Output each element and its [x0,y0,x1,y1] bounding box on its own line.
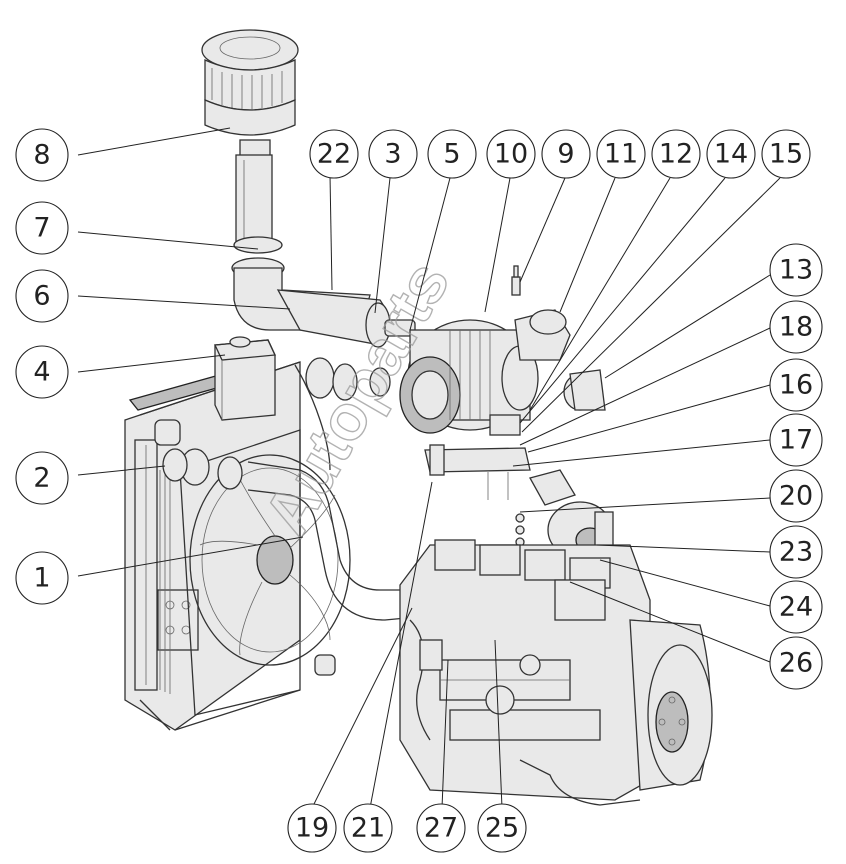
callout-18: 18 [769,300,823,354]
callout-2: 2 [15,451,69,505]
svg-text:19: 19 [295,813,329,844]
air-cleaner-housing [399,265,606,436]
svg-text:23: 23 [779,537,813,568]
hose-clamps [162,357,391,490]
intake-elbow [231,236,416,348]
svg-text:24: 24 [779,592,813,623]
callout-17: 17 [769,413,823,467]
callout-10: 10 [486,129,536,179]
svg-text:7: 7 [33,213,50,244]
svg-text:8: 8 [33,140,50,171]
callout-22: 22 [309,129,359,179]
precleaner-mesh [211,68,283,109]
svg-text:9: 9 [557,139,574,170]
callout-1: 1 [15,551,69,605]
callout-15: 15 [761,129,811,179]
svg-text:1: 1 [33,563,50,594]
leader-lines [77,127,781,809]
svg-text:25: 25 [485,813,519,844]
callout-8: 8 [15,128,69,182]
callout-21: 21 [343,803,393,853]
callout-20: 20 [769,469,823,523]
svg-text:10: 10 [494,139,528,170]
callout-7: 7 [15,201,69,255]
callout-23: 23 [769,525,823,579]
callout-27: 27 [416,803,466,853]
svg-text:6: 6 [33,281,50,312]
svg-text:26: 26 [779,648,813,679]
svg-text:2: 2 [33,463,50,494]
callout-12: 12 [651,129,701,179]
callout-4: 4 [15,345,69,399]
svg-text:16: 16 [779,370,813,401]
expansion-tank [214,336,276,421]
svg-text:5: 5 [443,139,460,170]
svg-text:21: 21 [351,813,385,844]
callout-6: 6 [15,269,69,323]
callout-11: 11 [596,129,646,179]
fan [189,454,351,666]
svg-text:4: 4 [33,357,50,388]
callout-24: 24 [769,580,823,634]
callout-13: 13 [769,243,823,297]
svg-text:17: 17 [779,425,813,456]
callout-26: 26 [769,636,823,690]
callout-9: 9 [541,129,591,179]
callout-5: 5 [427,129,477,179]
engine-block [399,539,713,806]
svg-text:13: 13 [779,255,813,286]
svg-text:22: 22 [317,139,351,170]
mounting-bracket [424,444,531,500]
radiator-fins [159,466,171,694]
svg-text:12: 12 [659,139,693,170]
svg-text:20: 20 [779,481,813,512]
svg-text:3: 3 [384,139,401,170]
callout-3: 3 [368,129,418,179]
air-precleaner [201,29,299,246]
svg-text:11: 11 [604,139,638,170]
callout-19: 19 [287,803,337,853]
svg-text:18: 18 [779,312,813,343]
svg-text:14: 14 [714,139,748,170]
callout-16: 16 [769,358,823,412]
svg-text:27: 27 [424,813,458,844]
callout-14: 14 [706,129,756,179]
callout-25: 25 [477,803,527,853]
svg-text:15: 15 [769,139,803,170]
